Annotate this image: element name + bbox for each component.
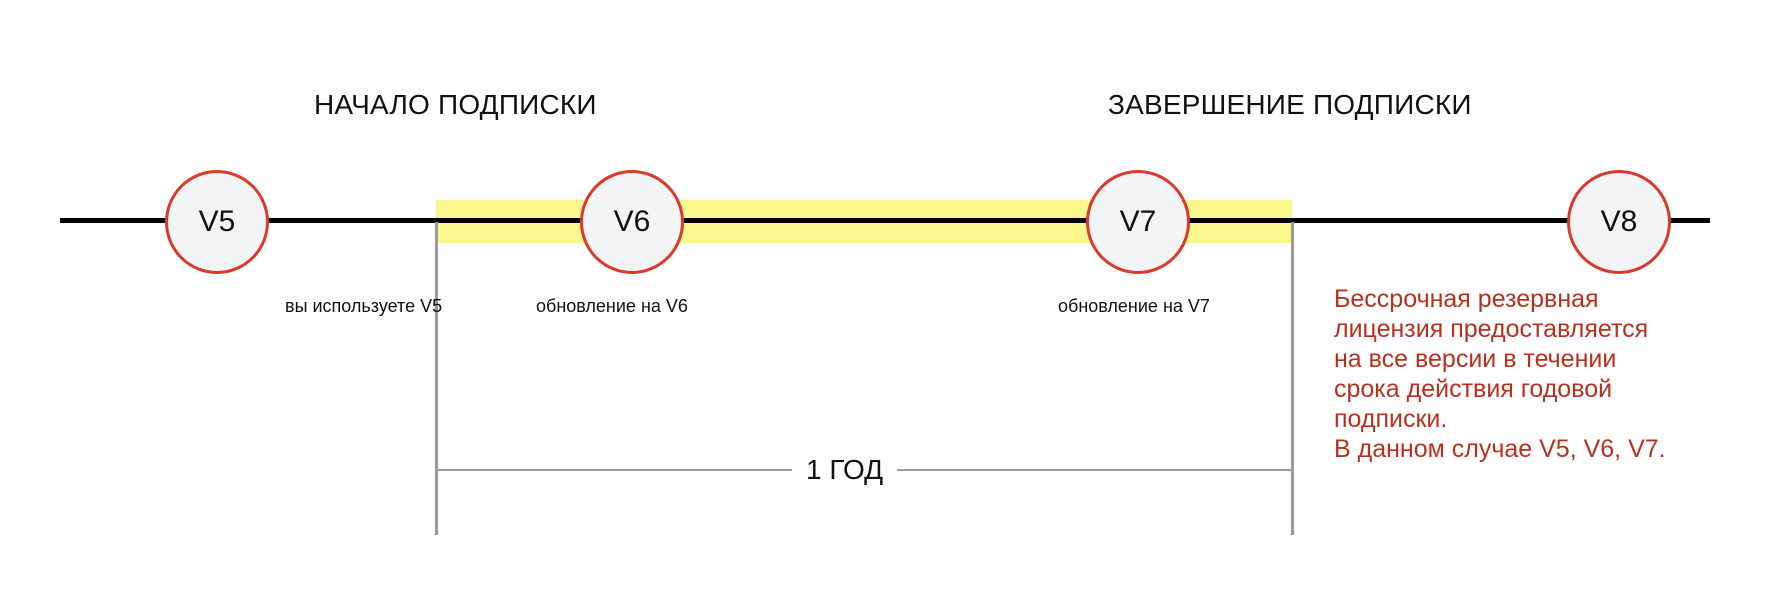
timeline-line-over-highlight (436, 218, 1292, 223)
license-note-line: подписки. (1334, 405, 1448, 433)
license-note-line: лицензия предоставляется (1334, 315, 1649, 343)
caption-using-v5: вы используете V5 (285, 296, 443, 316)
subscription-start-marker (435, 222, 438, 535)
year-span-label: 1 ГОД (792, 454, 898, 486)
version-node-v7: V7 (1086, 170, 1190, 274)
caption-update-v6: обновление на V6 (536, 296, 688, 316)
caption-update-v7: обновление на V7 (1058, 296, 1210, 316)
subscription-end-marker (1291, 222, 1294, 535)
license-note-line: Бессрочная резервная (1334, 285, 1599, 313)
subscription-end-heading: ЗАВЕРШЕНИЕ ПОДПИСКИ (1108, 89, 1472, 120)
subscription-start-heading: НАЧАЛО ПОДПИСКИ (314, 89, 597, 120)
version-node-v5: V5 (165, 170, 269, 274)
license-note: Бессрочная резервная лицензия предоставл… (1334, 284, 1754, 464)
version-node-v6: V6 (580, 170, 684, 274)
version-node-v8: V8 (1567, 170, 1671, 274)
license-note-line: срока действия годовой (1334, 375, 1613, 403)
license-note-line: на все версии в течении (1334, 345, 1617, 373)
license-note-line: В данном случае V5, V6, V7. (1334, 435, 1666, 463)
